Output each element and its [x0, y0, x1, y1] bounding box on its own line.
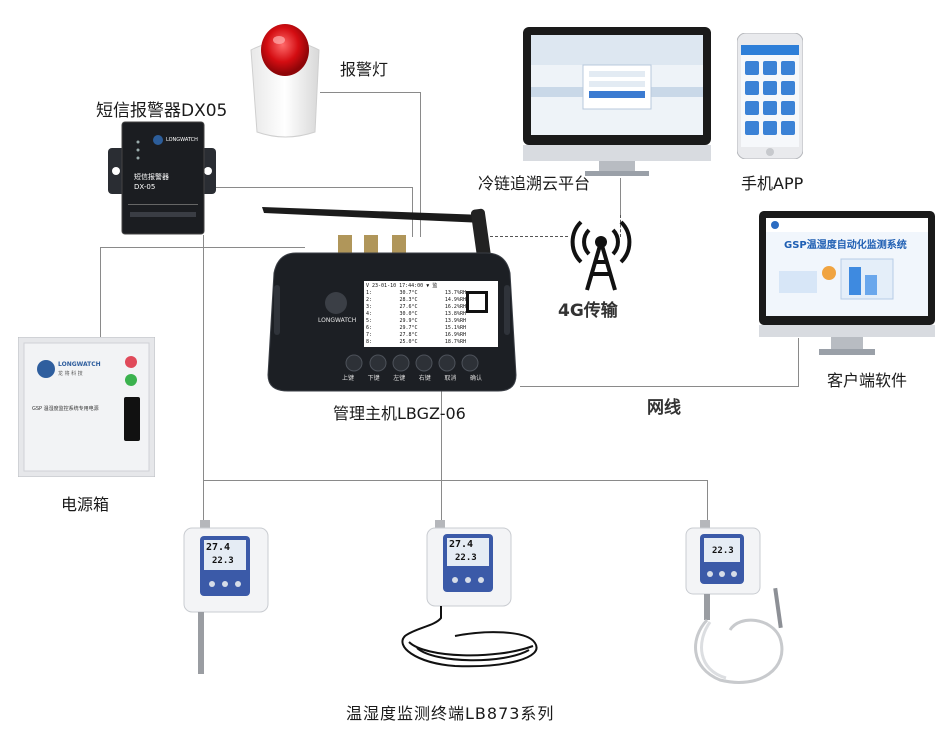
mobile-app-label: 手机APP — [741, 174, 804, 193]
phone-icon — [736, 32, 804, 160]
sensor-terminal: 22.3 — [680, 518, 810, 690]
sensor-temp-readout: 27.4 — [206, 542, 231, 553]
host-screen-header: V 23-01-10 17:44:00 ▼ 监 — [366, 283, 438, 289]
host-button-cancel[interactable]: 取消 — [444, 375, 457, 382]
host-button-down[interactable]: 下键 — [367, 375, 380, 382]
sms-alarm-device: LONGWATCH 短信报警器 DX-05 — [108, 120, 216, 235]
sms-model: DX-05 — [134, 183, 156, 191]
host-buttons: 上键 下键 左键 右键 取消 确认 — [342, 373, 482, 382]
client-software-monitor: GSP温湿度自动化监测系统 — [759, 211, 935, 357]
host-button-right[interactable]: 右键 — [418, 375, 431, 382]
host-button-left[interactable]: 左键 — [393, 375, 406, 382]
cloud-platform-monitor — [523, 27, 711, 177]
monitor-icon — [523, 27, 711, 176]
sms-brand: LONGWATCH — [166, 137, 198, 143]
alarm-light-label: 报警灯 — [340, 60, 389, 79]
power-box-label: 电源箱 — [61, 495, 110, 514]
management-host: LONGWATCH V 23-01-10 17:44:00 ▼ 监 1:30.7… — [260, 195, 522, 395]
sensor-icon — [183, 520, 269, 674]
sensor-temp-readout: 27.4 — [449, 539, 474, 550]
cloud-platform-label: 冷链追溯云平台 — [478, 174, 591, 193]
sensor-hum-readout: 22.3 — [712, 546, 734, 556]
sensor-hum-readout: 22.3 — [212, 556, 234, 566]
terminals-label: 温湿度监测终端LB873系列 — [346, 704, 555, 723]
alarm-light — [245, 12, 325, 140]
monitor-icon — [759, 211, 935, 355]
sensor-icon — [401, 520, 538, 668]
sms-alarm-label: 短信报警器DX05 — [96, 101, 228, 121]
antenna-tower-icon — [570, 220, 632, 291]
sensor-hum-readout: 22.3 — [455, 553, 477, 563]
host-device-icon — [262, 207, 517, 392]
client-software-label: 客户端软件 — [827, 371, 908, 390]
client-screen-title: GSP温湿度自动化监测系统 — [784, 240, 907, 251]
host-button-confirm[interactable]: 确认 — [469, 375, 482, 382]
host-button-up[interactable]: 上键 — [342, 375, 355, 382]
power-box: LONGWATCH 龙 将 科 技 GSP 温湿度监控系统专用电源 — [17, 336, 156, 478]
sensor-terminal: 27.4 22.3 — [395, 518, 545, 684]
host-brand: LONGWATCH — [318, 317, 357, 324]
transmission-label: 4G传输 — [558, 301, 618, 321]
alarm-light-icon — [250, 24, 320, 138]
sms-title: 短信报警器 — [134, 173, 169, 181]
power-box-brand: LONGWATCH — [58, 361, 101, 368]
host-label: 管理主机LBGZ-06 — [333, 404, 466, 423]
sensor-terminal: 27.4 22.3 — [180, 518, 270, 680]
power-box-icon — [17, 336, 156, 478]
power-box-title: GSP 温湿度监控系统专用电源 — [32, 406, 99, 412]
power-box-brand-sub: 龙 将 科 技 — [58, 371, 83, 377]
network-label: 网线 — [647, 398, 681, 418]
sensor-icon — [685, 520, 784, 684]
mobile-phone — [736, 32, 804, 160]
4g-tower — [567, 212, 635, 292]
sms-alarm-device-icon — [108, 121, 216, 235]
